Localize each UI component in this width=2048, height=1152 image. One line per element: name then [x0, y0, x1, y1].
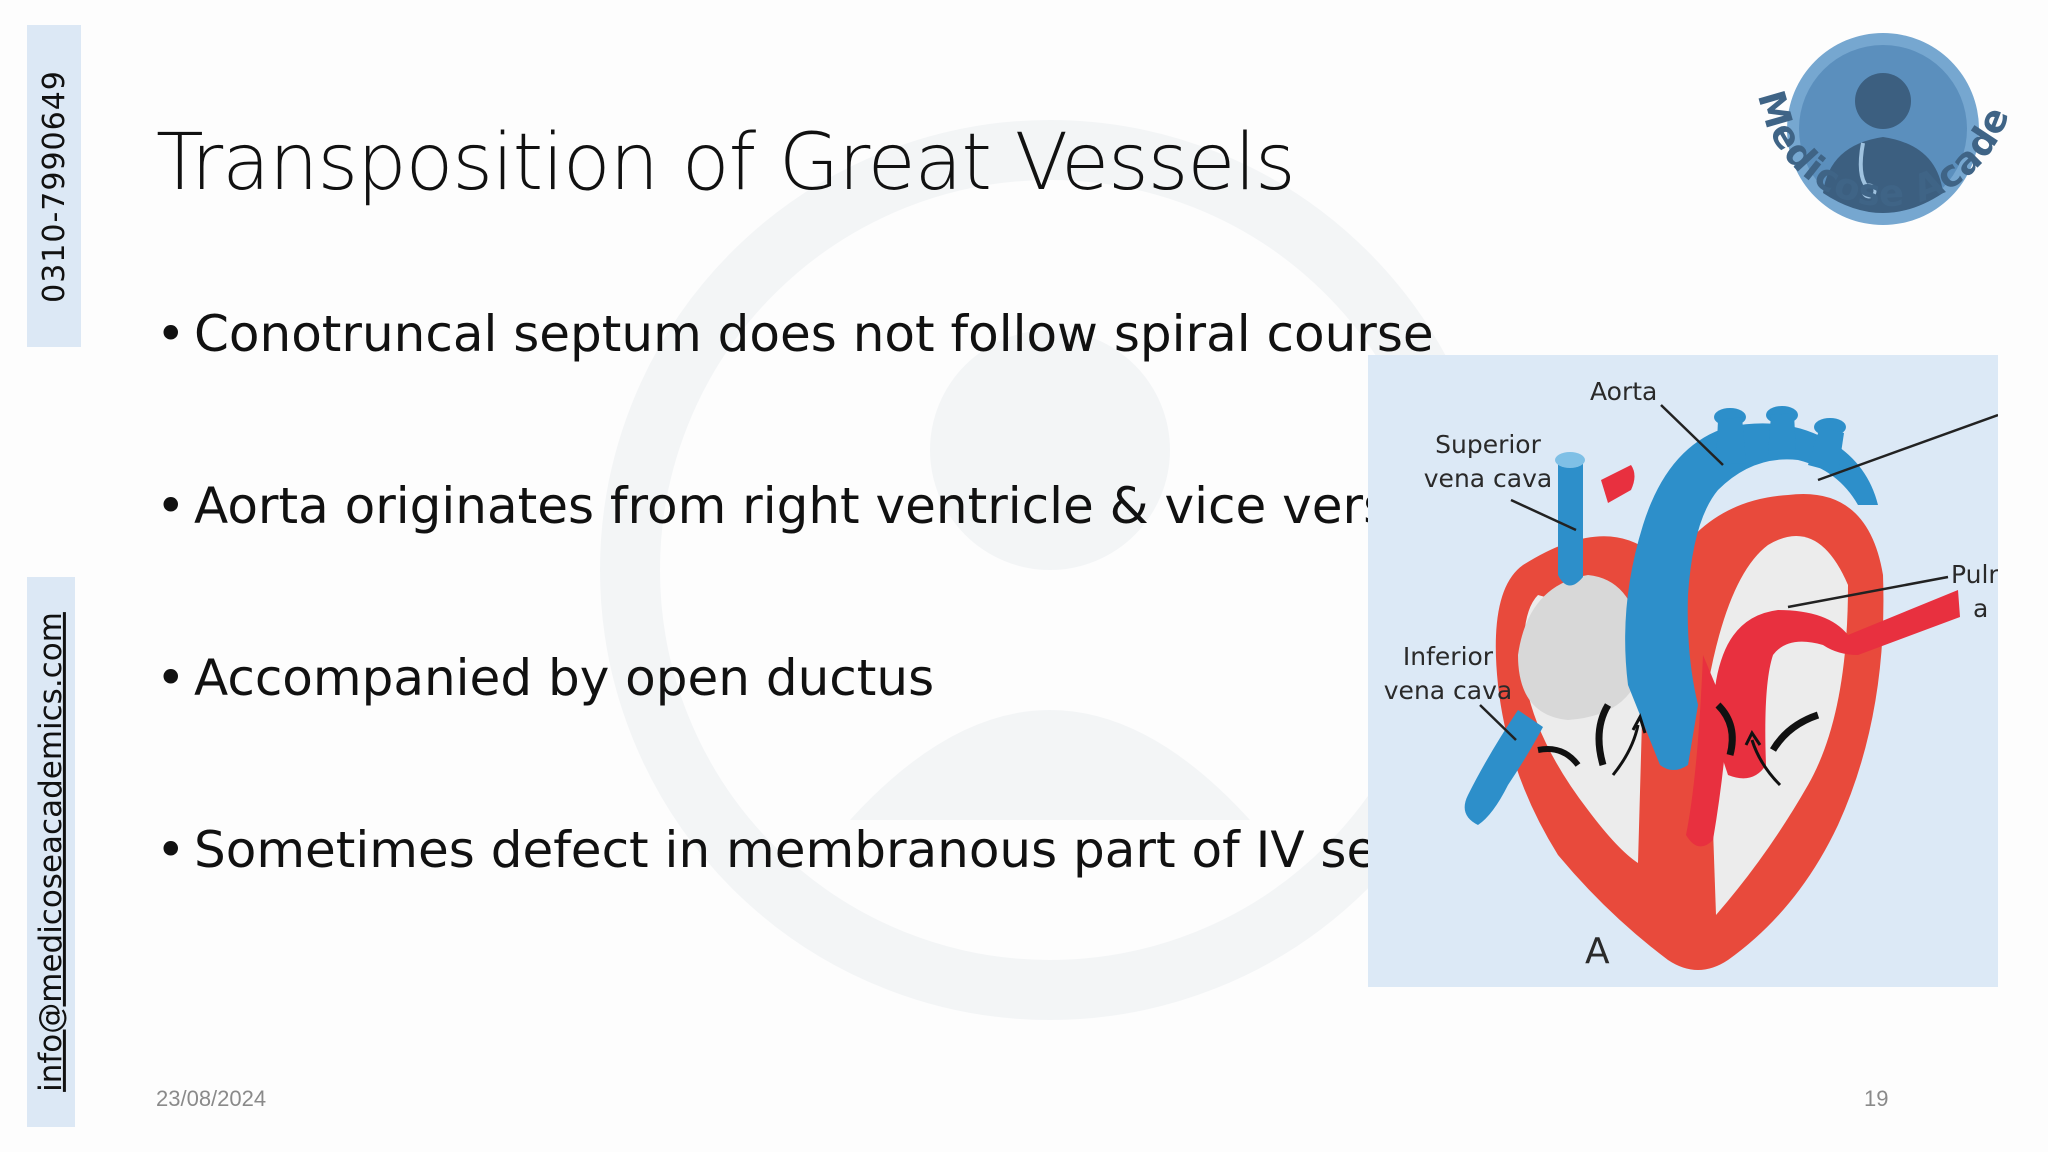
- doctor-avatar-icon: [1787, 33, 1979, 225]
- bullet-list: Conotruncal septum does not follow spira…: [156, 305, 1509, 993]
- panel-label: A: [1585, 931, 1610, 972]
- label-aorta: Aorta: [1590, 377, 1658, 406]
- bullet-item: Sometimes defect in membranous part of I…: [156, 821, 1509, 993]
- slide-title: Transposition of Great Vessels: [156, 118, 1296, 208]
- label-inferior-vena-cava: Inferior vena cava: [1383, 642, 1513, 705]
- phone-number: 0310-7990649: [36, 69, 72, 303]
- email-strip: info@medicoseacademics.com: [27, 577, 75, 1127]
- label-pulmonary-artery: Pulr a: [1951, 560, 1998, 623]
- label-superior-vena-cava: Superior vena cava: [1423, 430, 1553, 493]
- heart-diagram: Aorta Superior vena cava Inferior vena c…: [1368, 355, 1998, 987]
- page-number: 19: [1864, 1086, 1889, 1111]
- medicose-logo: Medicose Academics: [1735, 25, 2017, 225]
- bullet-item: Aorta originates from right ventricle & …: [156, 477, 1509, 649]
- phone-strip: 0310-7990649: [27, 25, 81, 347]
- heart-illustration: [1464, 404, 1998, 970]
- footer-date: 23/08/2024: [156, 1086, 267, 1111]
- bullet-item: Accompanied by open ductus: [156, 649, 1509, 821]
- bullet-item: Conotruncal septum does not follow spira…: [156, 305, 1509, 477]
- email-link[interactable]: info@medicoseacademics.com: [33, 612, 70, 1092]
